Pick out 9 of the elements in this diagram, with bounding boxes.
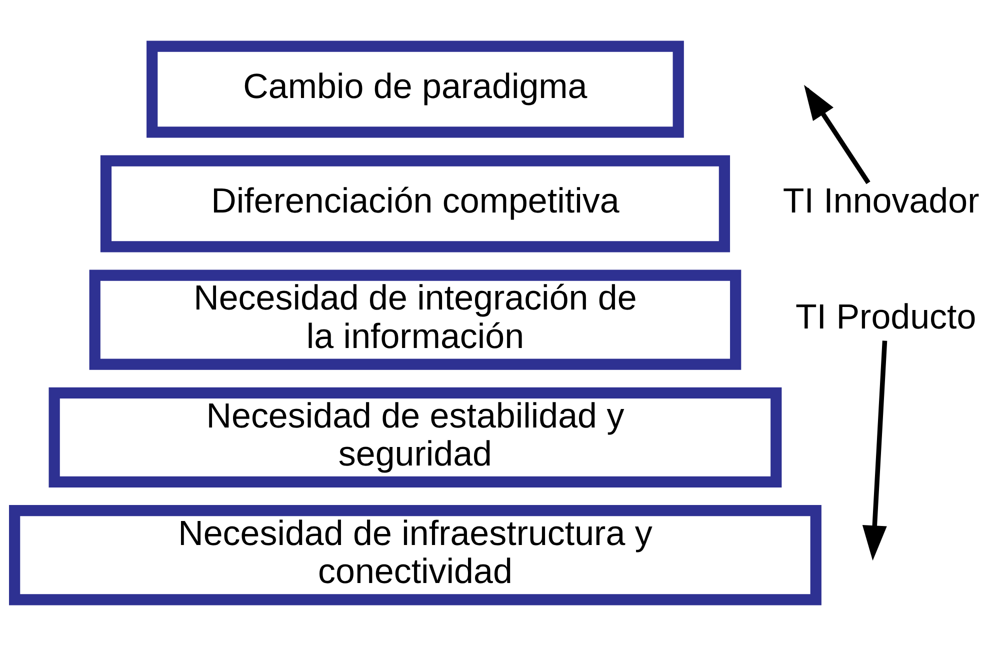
node-box: Diferenciación competitiva — [100, 154, 730, 252]
node-text: TI Innovador — [782, 181, 980, 220]
node-box: Necesidad de infraestructura y conectividad — [9, 504, 822, 605]
node-text: TI Producto — [795, 297, 976, 336]
node-box: Necesidad de estabilidad y seguridad — [48, 386, 782, 488]
node-box: Cambio de paradigma — [146, 40, 684, 138]
node-box: Necesidad de integración de la información — [89, 269, 742, 370]
arrow — [804, 84, 870, 184]
arrow — [862, 340, 888, 560]
